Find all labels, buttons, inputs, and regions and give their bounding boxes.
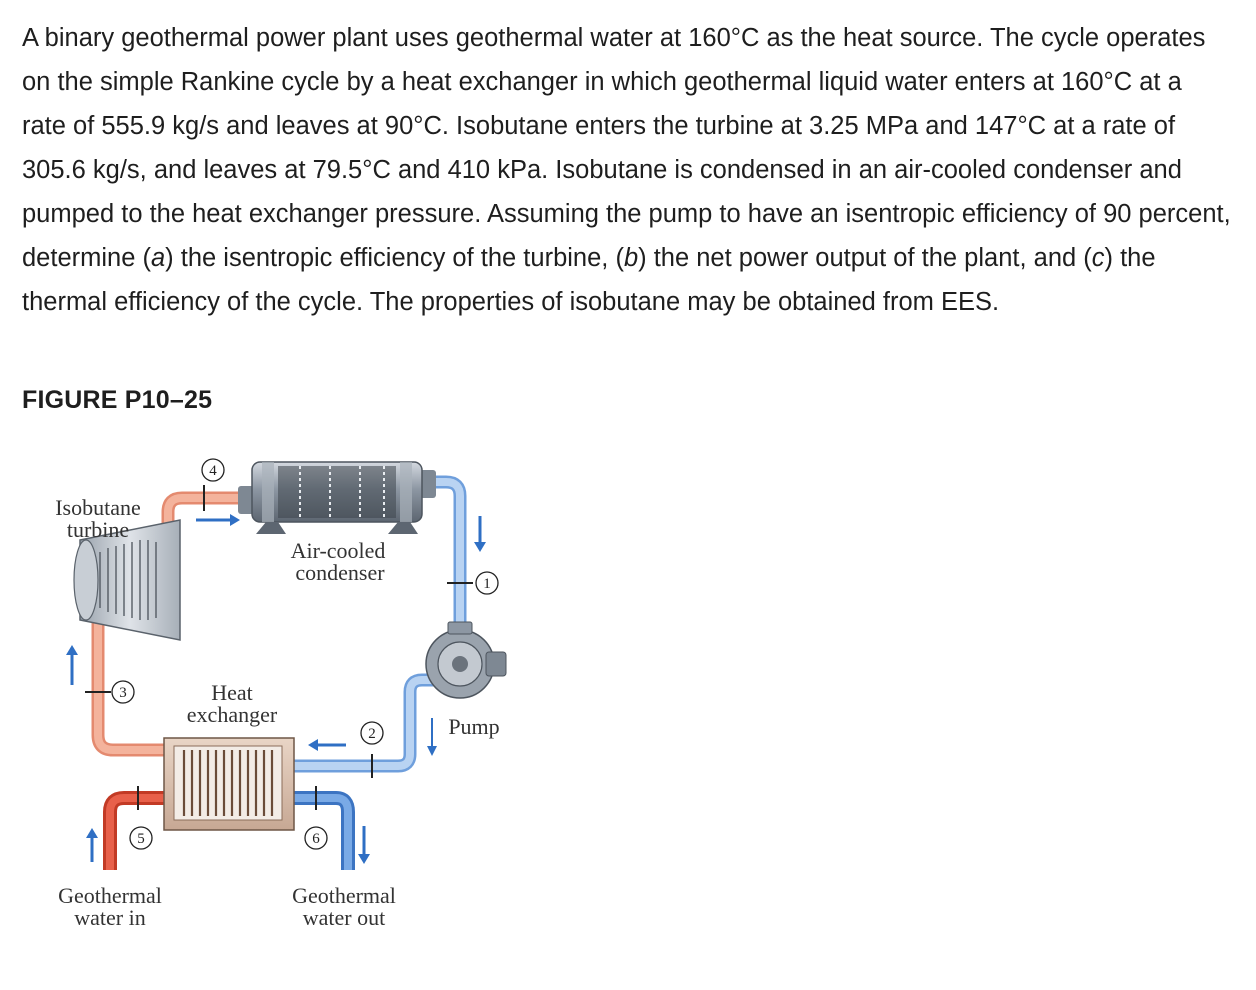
arrow-to-heat-exchanger [308,739,346,751]
arrow-water-in-up [86,828,98,862]
air-cooled-condenser [238,461,436,534]
water-out-label-line1: Geothermal [292,883,396,908]
state-5-label: 5 [137,831,145,847]
arrow-to-turbine-up [66,645,78,685]
flow-arrows [66,514,486,864]
state-3-label: 3 [119,685,127,701]
state-1-label: 1 [483,576,491,592]
arrow-water-out-down [358,826,370,864]
water-in-label-line1: Geothermal [58,883,162,908]
state-2-label: 2 [368,726,376,742]
problem-text-4: ) the thermal efficiency of the cycle. T… [22,244,1156,316]
state-6-label: 6 [312,831,320,847]
arrow-pump-down [427,718,437,756]
problem-text-1: A binary geothermal power plant uses geo… [22,24,1231,272]
heat-exchanger-label-line2: exchanger [187,702,278,727]
geothermal-water-out-pipe [292,791,355,870]
state-5-marker [129,826,153,850]
part-c-letter: c [1091,244,1105,272]
pump [425,621,507,699]
figure-caption: FIGURE P10–25 [22,386,213,414]
condenser-label-line2: condenser [295,560,385,585]
problem-text-2: ) the isentropic efficiency of the turbi… [165,244,624,272]
state-2-marker [360,721,384,745]
isobutane-turbine [73,519,181,641]
state-1-marker [475,571,499,595]
heat-exchanger-label-line1: Heat [211,680,253,705]
condenser-label-line1: Air-cooled [291,538,386,563]
turbine-label-line2: turbine [67,517,129,542]
arrow-turbine-to-condenser [196,514,240,526]
state-6-marker [304,826,328,850]
part-a-letter: a [150,244,166,272]
geothermal-plant-diagram: 1 2 3 4 5 6 Isobutane turbine Air-cooled… [55,458,507,930]
geothermal-water-in-pipe [103,791,166,870]
state-4-marker [201,458,225,482]
arrow-condenser-down [474,516,486,552]
problem-statement: A binary geothermal power plant uses geo… [22,16,1232,324]
state-4-label: 4 [209,463,217,479]
turbine-label-line1: Isobutane [55,495,141,520]
cold-isobutane-pipe [292,475,467,773]
heat-exchanger [163,737,295,831]
problem-text-3: ) the net power output of the plant, and… [638,244,1092,272]
part-b-letter: b [623,244,639,272]
water-out-label-line2: water out [303,905,385,930]
pump-label: Pump [448,714,499,739]
state-tick-marks [85,485,473,810]
water-in-label-line2: water in [74,905,145,930]
hot-isobutane-pipe [91,491,252,757]
state-3-marker [111,680,135,704]
